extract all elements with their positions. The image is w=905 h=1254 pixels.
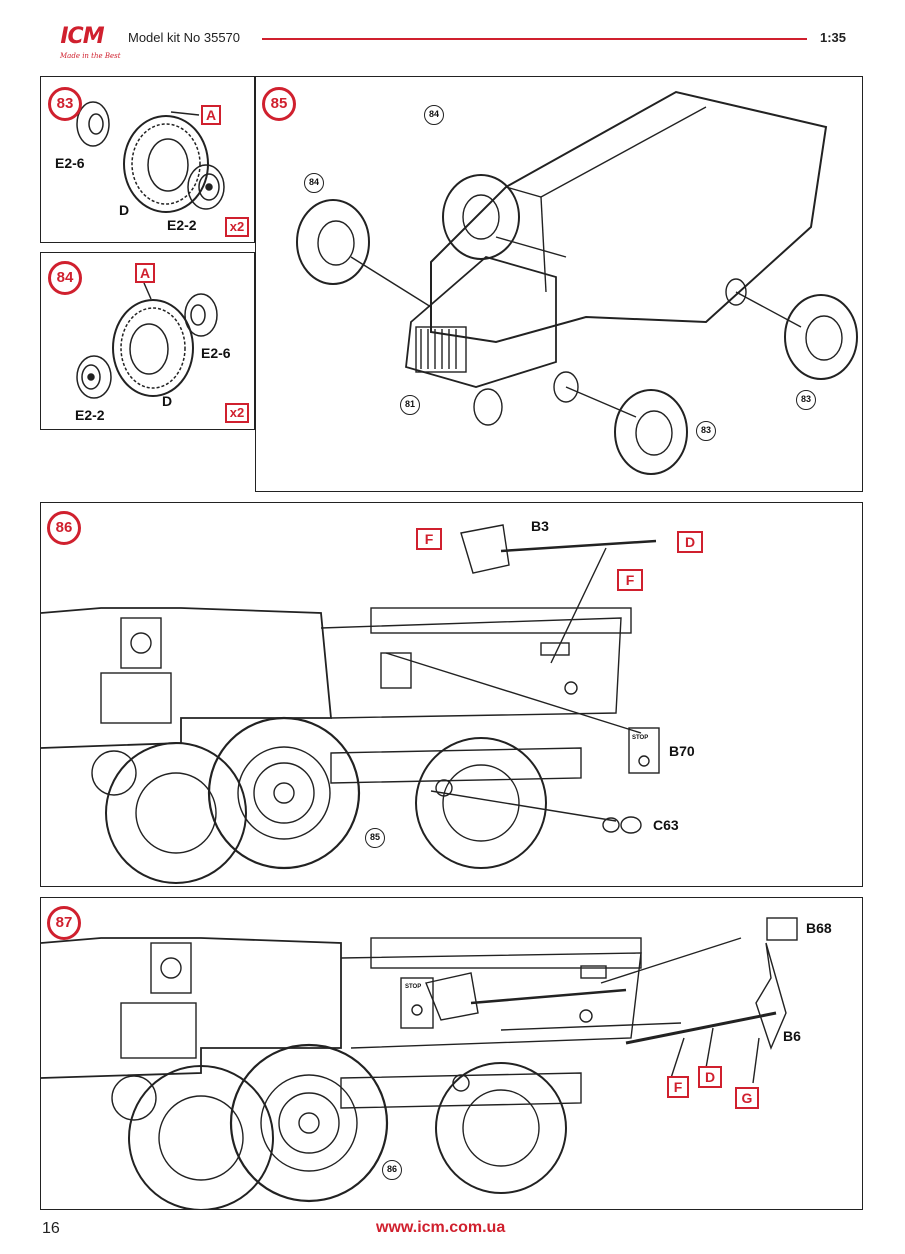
part-label: E2-2: [167, 217, 197, 233]
step-83-drawing: [76, 101, 225, 213]
reference-step-circle: 84: [424, 105, 444, 125]
step-number-badge: 83: [48, 87, 82, 121]
part-label: B3: [531, 518, 549, 534]
part-label: B68: [806, 920, 832, 936]
part-label: E2-6: [201, 345, 231, 361]
website-link[interactable]: www.icm.com.ua: [376, 1219, 506, 1236]
part-label: E2-2: [75, 407, 105, 423]
page-number: 16: [42, 1220, 60, 1237]
stop-sign-text: STOP: [632, 735, 649, 741]
step-number-badge: 86: [47, 511, 81, 545]
step-83-panel: 83 A E2-6 D E2-2 x2: [40, 76, 255, 243]
paint-code-label: G: [735, 1087, 759, 1109]
step-84-drawing: [76, 282, 218, 399]
stop-sign-text: STOP: [405, 984, 422, 990]
step-87-panel: 87 STOP B68 B6 F D G 86: [40, 897, 863, 1210]
reference-step-circle: 83: [796, 390, 816, 410]
page-header: ICM Made in the Best Model kit No 35570 …: [0, 0, 905, 75]
scale-label: 1:35: [820, 30, 847, 45]
part-label: C63: [653, 817, 679, 833]
paint-code-label: A: [135, 263, 155, 283]
step-number-badge: 87: [47, 906, 81, 940]
reference-step-circle: 83: [696, 421, 716, 441]
reference-step-circle: 85: [365, 828, 385, 848]
part-label: E2-6: [55, 155, 85, 171]
reference-step-circle: 81: [400, 395, 420, 415]
paint-code-label: F: [667, 1076, 689, 1098]
step-number-badge: 85: [262, 87, 296, 121]
icm-logo: ICM Made in the Best: [42, 22, 122, 68]
step-87-truck-rear-drawing: [41, 917, 798, 1209]
paint-code-label: F: [416, 528, 442, 550]
step-85-truck-drawing: [296, 90, 858, 475]
step-85-panel: 85 84 84 81 83 83: [255, 76, 863, 492]
part-label: B70: [669, 743, 695, 759]
logo-tagline: Made in the Best: [60, 52, 121, 60]
paint-code-label: F: [617, 569, 643, 591]
part-label: B6: [783, 1028, 801, 1044]
multiplier-badge: x2: [225, 403, 249, 423]
multiplier-badge: x2: [225, 217, 249, 237]
part-label: D: [162, 393, 173, 409]
reference-step-circle: 86: [382, 1160, 402, 1180]
reference-step-circle: 84: [304, 173, 324, 193]
logo-text: ICM: [60, 24, 104, 49]
step-number-badge: 84: [48, 261, 82, 295]
part-label: D: [119, 202, 130, 218]
paint-code-label: D: [677, 531, 703, 553]
step-86-truck-rear-drawing: [41, 524, 660, 884]
header-divider: [262, 38, 807, 40]
kit-title: Model kit No 35570: [128, 30, 241, 45]
paint-code-label: A: [201, 105, 221, 125]
step-86-panel: 86 F B3 D F STOP B70 C63 85: [40, 502, 863, 887]
paint-code-label: D: [698, 1066, 722, 1088]
step-84-panel: 84 A E2-6 D E2-2 x2: [40, 252, 255, 430]
